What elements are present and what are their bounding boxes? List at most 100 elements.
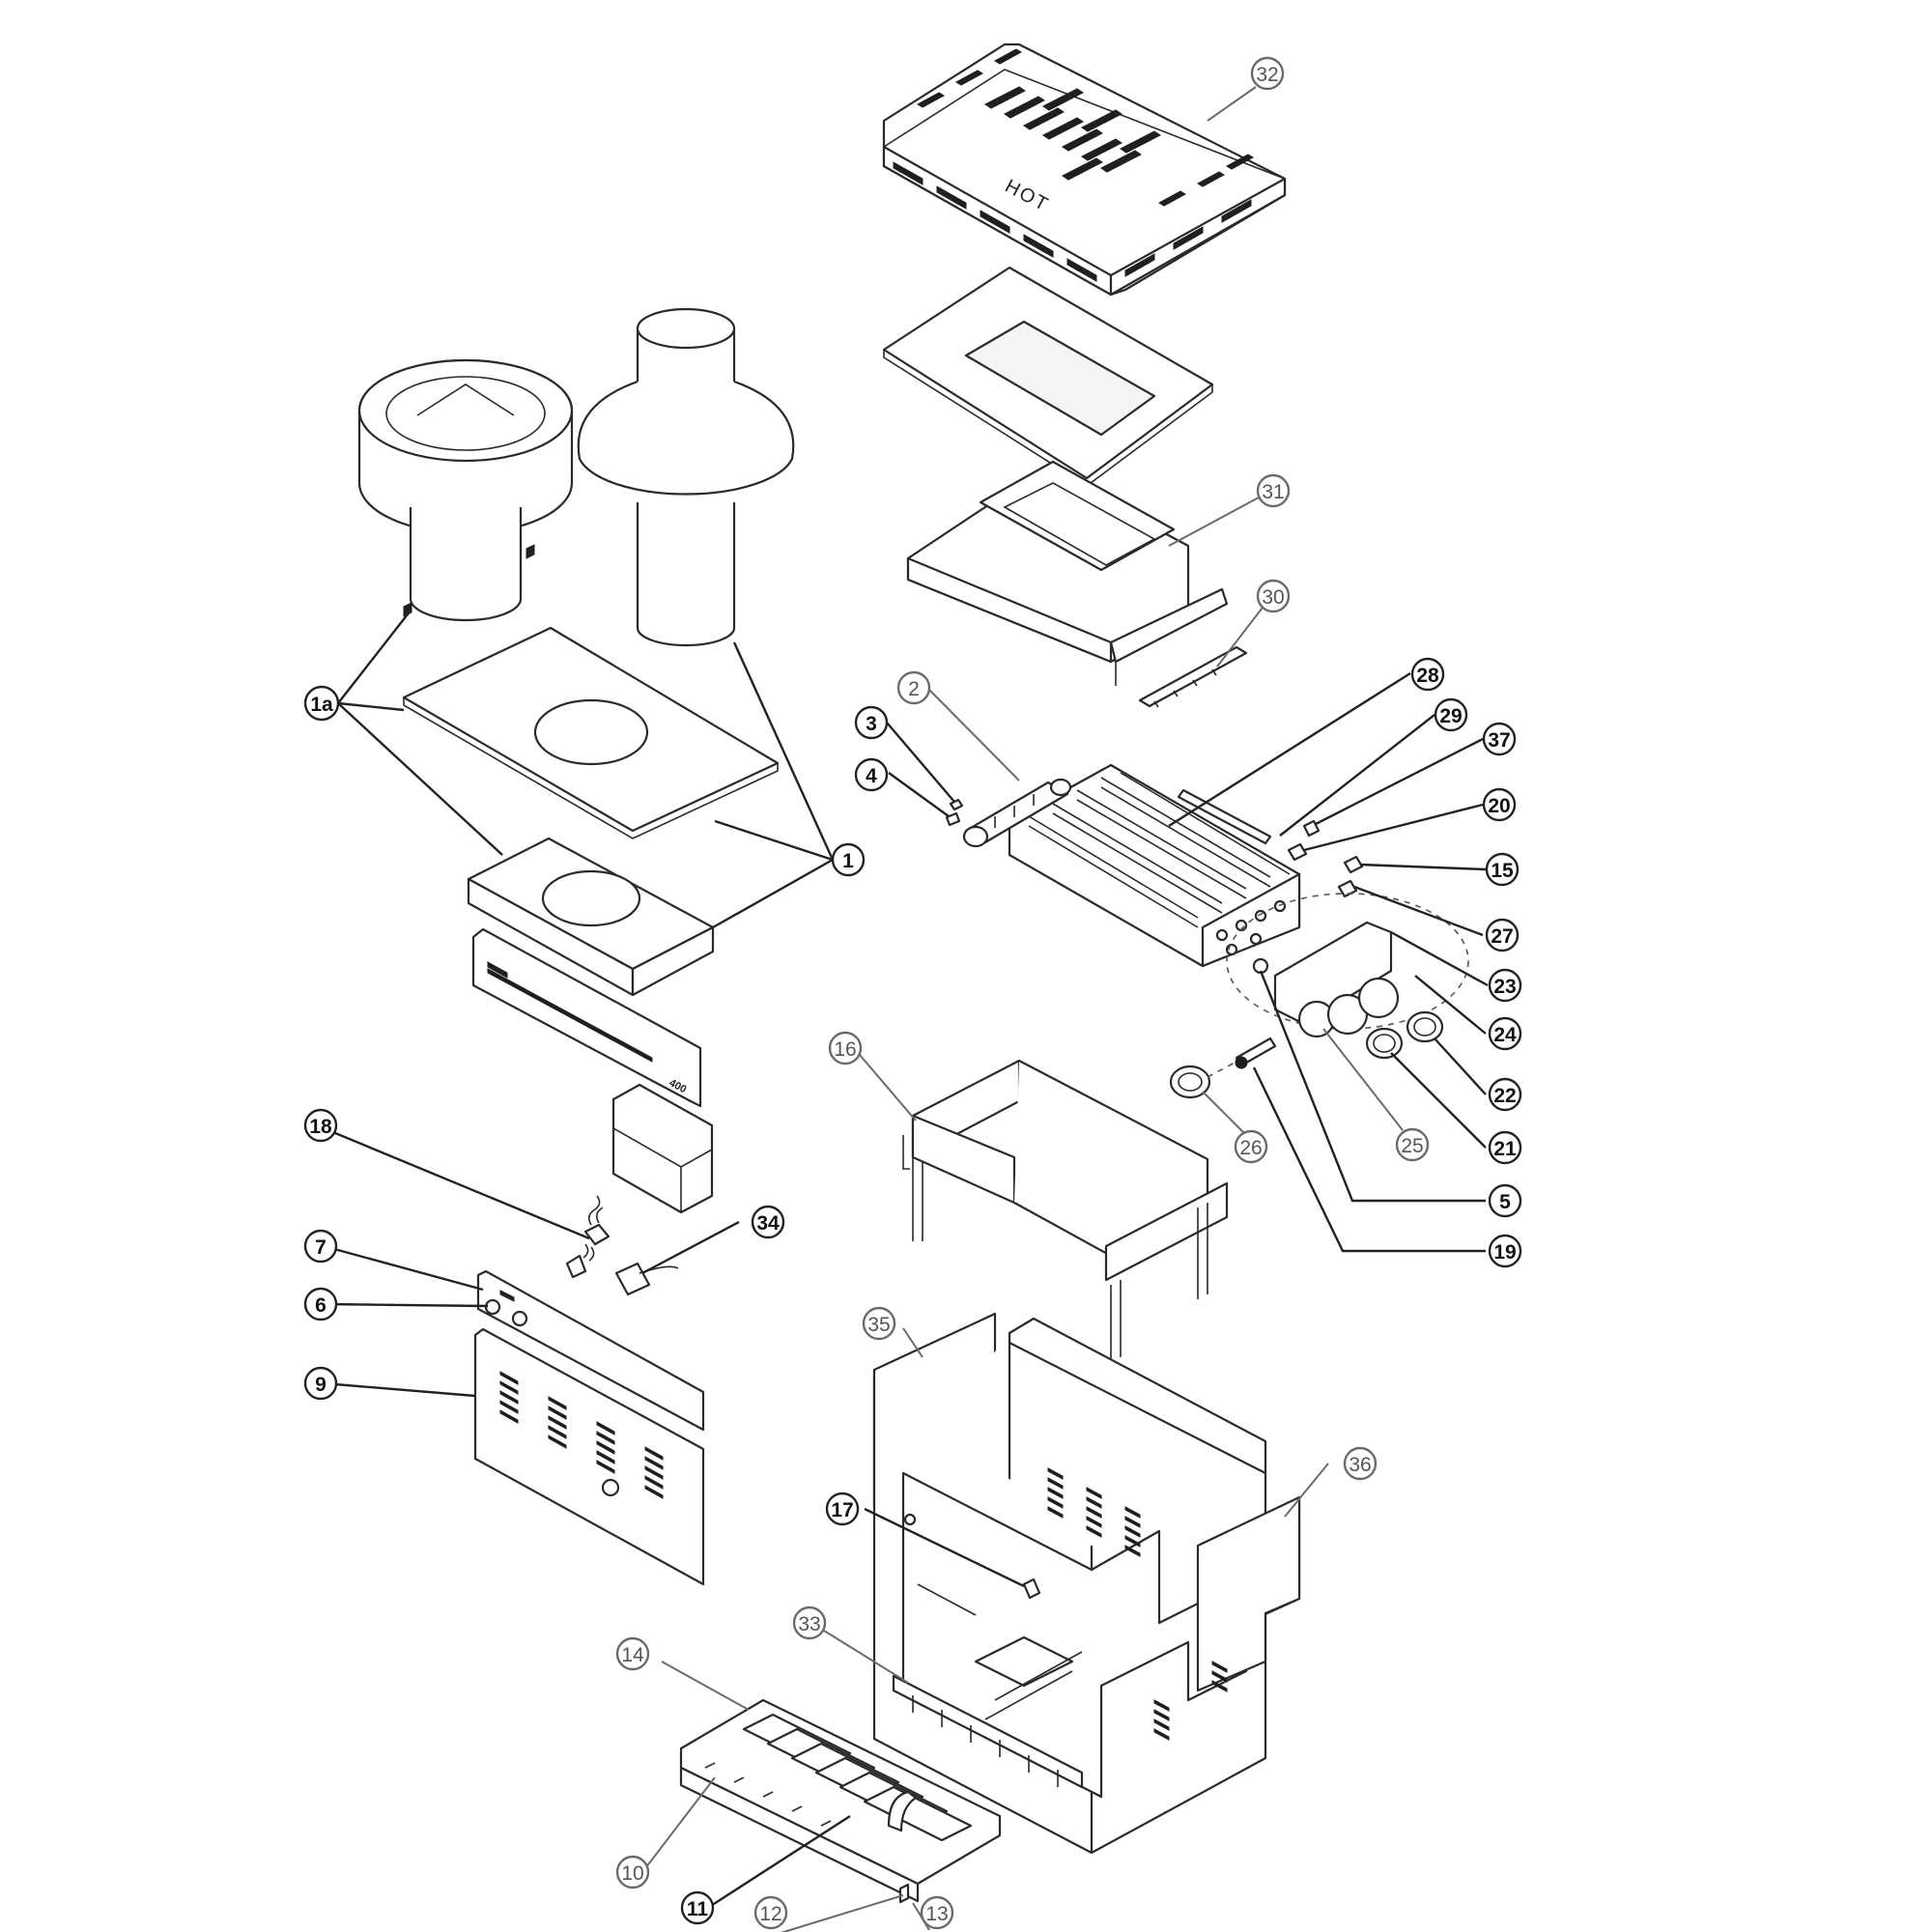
callout-1: 1 xyxy=(831,842,866,877)
callout-35: 35 xyxy=(862,1306,896,1341)
leader-lines xyxy=(323,86,1489,1932)
callout-4-label: 4 xyxy=(866,765,877,787)
callout-34-label: 34 xyxy=(756,1212,780,1235)
callout-35-label: 35 xyxy=(867,1314,890,1336)
part-vent-cap-1a xyxy=(357,358,574,622)
callout-7: 7 xyxy=(303,1229,338,1264)
part-pressure-switch xyxy=(565,1243,595,1279)
callout-3: 3 xyxy=(854,705,889,740)
callout-17-label: 17 xyxy=(831,1499,853,1521)
callout-6: 6 xyxy=(303,1287,338,1321)
callout-6-label: 6 xyxy=(315,1294,327,1317)
part-manifold xyxy=(962,778,1072,848)
callout-22-label: 22 xyxy=(1493,1085,1516,1107)
callout-36-label: 36 xyxy=(1349,1454,1371,1476)
callout-7-label: 7 xyxy=(315,1236,327,1259)
heat-exchanger-ports xyxy=(1215,899,1287,956)
part-union-21 xyxy=(1365,1027,1404,1060)
part-ignition-module xyxy=(614,1262,679,1296)
callout-9-label: 9 xyxy=(315,1374,327,1396)
callout-1-label: 1 xyxy=(842,850,854,872)
part-combustion-chamber xyxy=(902,1059,1229,1362)
part-control-panel xyxy=(476,1269,705,1432)
burner-tubes xyxy=(742,1713,973,1842)
callout-33: 33 xyxy=(792,1605,827,1640)
part-inlet-outlet-header xyxy=(1226,893,1469,1038)
part-burner-tray-edge xyxy=(892,1674,1084,1789)
part-cap-26 xyxy=(1169,1065,1211,1099)
callout-1a-label: 1a xyxy=(310,694,333,716)
callout-23: 23 xyxy=(1488,968,1522,1003)
callout-18: 18 xyxy=(303,1108,338,1143)
callout-1a: 1a xyxy=(303,685,340,722)
part-control-bracket xyxy=(611,1083,714,1214)
callout-30-label: 30 xyxy=(1262,586,1284,609)
callout-18-label: 18 xyxy=(309,1116,332,1138)
part-flue-collector xyxy=(906,460,1229,686)
callout-5-label: 5 xyxy=(1499,1191,1511,1213)
callout-11-label: 11 xyxy=(687,1898,709,1920)
part-fitting-20 xyxy=(1287,842,1308,862)
callout-31: 31 xyxy=(1256,473,1291,508)
callout-10: 10 xyxy=(615,1855,650,1889)
callout-32-label: 32 xyxy=(1256,64,1278,86)
part-top-plate xyxy=(402,626,780,839)
part-burner-assembly xyxy=(679,1698,1002,1904)
callout-balloons: 32 31 30 2 28 29 3 37 4 20 1a 1 15 27 23… xyxy=(303,56,1522,1930)
callout-23-label: 23 xyxy=(1493,976,1516,998)
part-sensor-rod xyxy=(1177,788,1272,845)
part-vent-adapter xyxy=(467,837,715,997)
callout-29-label: 29 xyxy=(1439,705,1462,727)
part-gasket-4 xyxy=(945,811,961,827)
callout-2-label: 2 xyxy=(908,678,920,700)
callout-26-label: 26 xyxy=(1239,1137,1262,1159)
callout-33-label: 33 xyxy=(798,1613,820,1635)
callout-29: 29 xyxy=(1434,697,1468,732)
part-baffle-strip xyxy=(1138,645,1248,708)
callout-17: 17 xyxy=(825,1492,860,1526)
callout-28-label: 28 xyxy=(1416,665,1439,687)
callout-19-label: 19 xyxy=(1493,1241,1516,1264)
callout-25: 25 xyxy=(1395,1127,1430,1162)
callout-2: 2 xyxy=(896,670,931,705)
callout-37: 37 xyxy=(1482,722,1517,756)
callout-3-label: 3 xyxy=(866,713,877,735)
callout-11: 11 xyxy=(680,1890,715,1925)
callout-34: 34 xyxy=(751,1205,785,1239)
part-cabinet xyxy=(872,1312,1301,1855)
part-screw-3 xyxy=(949,798,964,811)
callout-19: 19 xyxy=(1488,1234,1522,1268)
callout-12: 12 xyxy=(753,1895,788,1930)
part-fitting-15 xyxy=(1343,855,1364,874)
callout-24: 24 xyxy=(1488,1016,1522,1051)
callout-22: 22 xyxy=(1488,1077,1522,1112)
callout-28: 28 xyxy=(1410,657,1445,692)
part-top-cover: HOT xyxy=(882,43,1287,297)
part-union-22 xyxy=(1406,1010,1444,1043)
callout-10-label: 10 xyxy=(621,1862,643,1885)
part-vent-cap-1 xyxy=(577,307,795,647)
cabinet-louvers xyxy=(1047,1467,1228,1741)
callout-27: 27 xyxy=(1485,918,1520,952)
callout-37-label: 37 xyxy=(1488,729,1510,752)
callout-16-label: 16 xyxy=(834,1038,856,1061)
callout-15-label: 15 xyxy=(1491,860,1514,882)
callout-32: 32 xyxy=(1250,56,1285,91)
callout-36: 36 xyxy=(1343,1446,1378,1481)
callout-14: 14 xyxy=(615,1636,650,1671)
callout-21: 21 xyxy=(1488,1130,1522,1165)
callout-30: 30 xyxy=(1256,579,1291,613)
callout-12-label: 12 xyxy=(759,1903,781,1925)
part-drain-19 xyxy=(1235,1037,1277,1069)
callout-9: 9 xyxy=(303,1366,338,1401)
callout-14-label: 14 xyxy=(621,1644,644,1666)
callout-25-label: 25 xyxy=(1401,1135,1423,1157)
callout-31-label: 31 xyxy=(1262,481,1284,503)
callout-20-label: 20 xyxy=(1488,795,1510,817)
cabinet-burner-tray xyxy=(974,1635,1074,1688)
part-access-door xyxy=(473,1327,705,1586)
top-cover-vents xyxy=(916,48,1255,207)
callout-26: 26 xyxy=(1234,1129,1268,1164)
part-cover-gasket xyxy=(882,266,1214,487)
